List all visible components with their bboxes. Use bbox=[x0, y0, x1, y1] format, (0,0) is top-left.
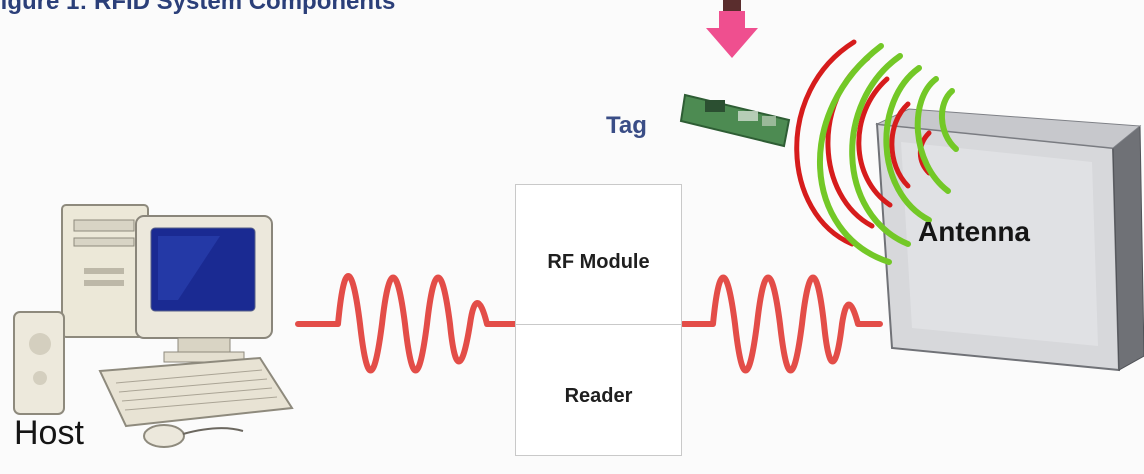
rf-module-label: RF Module bbox=[547, 251, 650, 273]
host-computer-icon bbox=[13, 204, 294, 448]
signal-wave-right bbox=[680, 274, 883, 374]
tag-label: Tag bbox=[606, 112, 647, 139]
down-arrow-icon bbox=[706, 0, 758, 58]
rfid-tag-icon bbox=[679, 93, 791, 148]
reader-divider bbox=[516, 324, 681, 325]
radio-waves-icon bbox=[794, 39, 959, 265]
reader-label: Reader bbox=[564, 385, 633, 407]
reader-box: RF Module Reader bbox=[515, 184, 682, 456]
figure-title: Figure 1: RFID System Components bbox=[0, 0, 396, 15]
antenna-label: Antenna bbox=[918, 216, 1030, 247]
host-label: Host bbox=[14, 414, 84, 452]
signal-wave-left bbox=[295, 273, 521, 374]
